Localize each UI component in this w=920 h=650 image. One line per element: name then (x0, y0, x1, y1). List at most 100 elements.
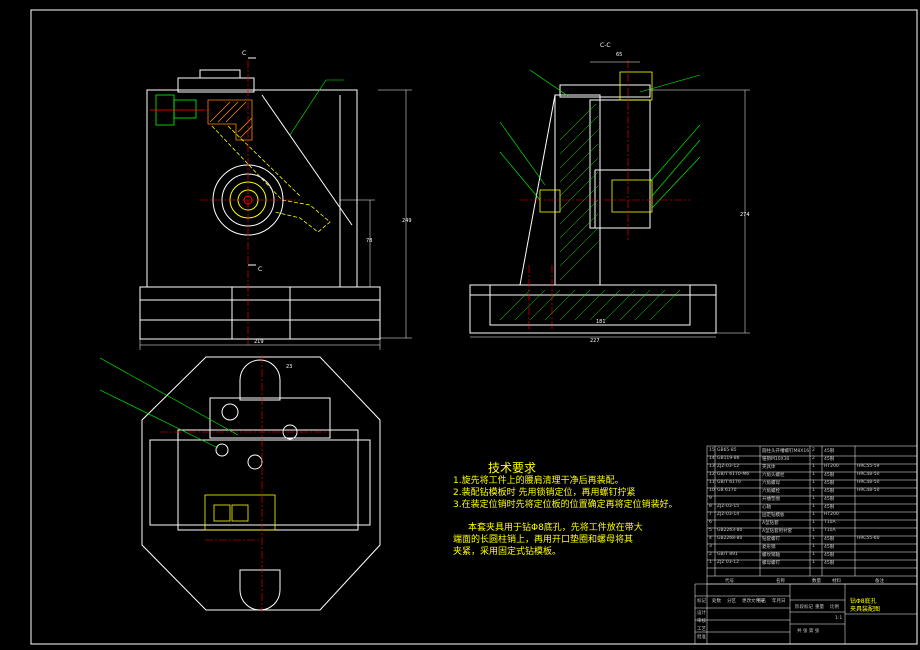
parts-cell: GB/T 6170-M6 (717, 472, 750, 477)
parts-cell: 固定钻模板 (762, 513, 785, 518)
meta-row: 工艺 (697, 627, 706, 632)
parts-cell: 11 (709, 480, 715, 485)
scale: 1:1 (835, 616, 843, 621)
meta-header: 分区 (727, 599, 736, 604)
front-view (139, 69, 381, 340)
parts-cell: 螺母螺钉 (762, 561, 780, 566)
parts-cell: HRC48-50 (857, 488, 880, 493)
parts-cell: 六角螺母 (762, 481, 780, 486)
side-view-centerlines (520, 60, 690, 330)
parts-cell: T10A (824, 520, 836, 525)
tech-req-para-2: 端面的长圆柱销上，再用开口垫圈和螺母将其 (453, 535, 634, 545)
front-view-arm (211, 125, 331, 233)
parts-cell: 1 (812, 528, 815, 533)
parts-col-material: 材料 (832, 579, 841, 584)
top-view-yellow-parts (204, 494, 276, 531)
meta-header: 标记 (697, 599, 706, 604)
side-view-yellow-parts (539, 71, 653, 213)
dim-side-width-inner: 181 (596, 319, 606, 325)
side-view-dimensions (470, 61, 750, 338)
parts-col-code: 代号 (725, 579, 734, 584)
section-label-c-bottom: C (258, 266, 263, 273)
parts-cell: HRC55-60 (857, 536, 880, 541)
parts-cell: 45钢 (824, 545, 835, 550)
dim-front-width: 219 (254, 339, 264, 345)
parts-cell: HT200 (824, 512, 839, 517)
parts-cell: 1 (812, 560, 815, 565)
parts-cell: GB/T 891 (717, 552, 738, 557)
parts-cell: 六角螺栓 (762, 489, 780, 494)
parts-cell: 13 (709, 464, 715, 469)
front-view-left-screw (150, 94, 205, 126)
parts-cell: 钻套螺钉 (762, 537, 780, 542)
parts-col-remark: 备注 (875, 579, 884, 584)
front-view-dimensions (139, 89, 412, 350)
parts-cell: 45钢 (824, 473, 835, 478)
meta-header: 年月日 (772, 599, 786, 604)
parts-cell: 六角头螺栓 (762, 473, 785, 478)
parts-cell: ZJZ-03-12 (717, 464, 740, 469)
parts-cell: 45钢 (824, 457, 835, 462)
parts-cell: 1 (812, 488, 815, 493)
drawing-name: 夹具装配图 (850, 606, 881, 613)
parts-cell: 4 (709, 536, 712, 541)
front-view-leaders (289, 79, 344, 136)
parts-cell: 45钢 (824, 449, 835, 454)
parts-cell: 6 (709, 520, 712, 525)
parts-cell: 菱形销 (762, 545, 776, 550)
parts-cell: 45钢 (824, 553, 835, 558)
parts-cell: 螺纹销轴 (762, 553, 780, 558)
parts-cell: 1 (812, 504, 815, 509)
parts-cell: 1 (812, 552, 815, 557)
parts-col-name: 名称 (776, 579, 785, 584)
part-name: 钻Φ8底孔 (850, 598, 877, 605)
dim-top-small: 23 (286, 364, 293, 370)
parts-cell: 7 (709, 512, 712, 517)
parts-cell: 15 (709, 448, 715, 453)
parts-cell: GB65-85 (717, 448, 737, 453)
dim-side-height: 274 (740, 212, 750, 218)
parts-cell: 14 (709, 456, 715, 461)
parts-cell: HT200 (824, 464, 839, 469)
parts-cell: 1 (812, 464, 815, 469)
meta-row: 设计 (697, 611, 706, 616)
side-view-leaders (499, 69, 701, 209)
parts-col-qty: 数量 (812, 579, 821, 584)
parts-cell: 2 (812, 456, 815, 461)
parts-cell: 夹具体 (762, 465, 776, 470)
parts-cell: HRC55-59 (857, 464, 880, 469)
parts-cell: 45钢 (824, 497, 835, 502)
parts-cell: 10 (709, 488, 715, 493)
tech-req-line-1: 1.旋先将工件上的腰肩清理干净后再装配。 (453, 476, 624, 486)
parts-cell: 心轴 (762, 505, 771, 510)
drawing-border (30, 9, 918, 645)
top-view (141, 356, 381, 611)
parts-cell: 2 (812, 448, 815, 453)
parts-cell: 45钢 (824, 505, 835, 510)
dim-side-top: 65 (616, 52, 623, 58)
parts-cell: 3 (709, 544, 712, 549)
tech-req-para-1: 本套夹具用于钻Φ8底孔，先将工件放在带大 (468, 523, 643, 533)
top-view-centerlines (160, 355, 330, 612)
parts-cell: 1 (812, 472, 815, 477)
parts-cell: GB2268-80 (717, 536, 743, 541)
dim-front-height: 249 (402, 218, 412, 224)
parts-cell: HRC48-50 (857, 472, 880, 477)
sheet-count: 共 张 第 张 (797, 629, 820, 634)
side-view-hatch (499, 103, 681, 321)
side-view (469, 84, 717, 334)
parts-cell: T10A (824, 528, 836, 533)
tech-req-line-2: 2.装配钻模板时 先用锁销定位，再用螺钉拧紧 (453, 488, 636, 498)
section-label-c-top: C (242, 50, 247, 57)
parts-cell: 锥销M10X30 (762, 457, 790, 462)
parts-cell: 1 (812, 480, 815, 485)
dim-side-width: 227 (590, 338, 600, 344)
front-view-hatch (207, 99, 253, 141)
title-block-grid (694, 445, 918, 645)
stage-header-3: 比例 (830, 605, 839, 610)
stage-header-2: 重量 (815, 605, 824, 610)
parts-cell: 45钢 (824, 481, 835, 486)
parts-cell: 9 (709, 496, 712, 501)
parts-cell: GB2263-80 (717, 528, 743, 533)
stage-header-1: 阶段标记 (795, 605, 813, 610)
